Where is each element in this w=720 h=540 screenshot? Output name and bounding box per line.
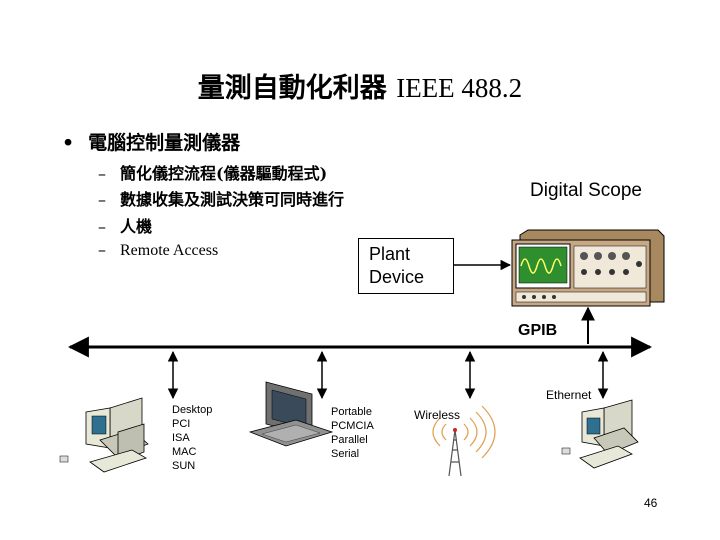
sub-bullet-3: –人機 [98, 213, 152, 237]
wireless-tower-icon [432, 405, 496, 477]
bullet-marker: • [62, 132, 75, 154]
sub-bullet-text-1: 簡化儀控流程(儀器驅動程式) [120, 164, 328, 183]
dash-1: – [98, 164, 106, 183]
sub-bullet-text-4: Remote Access [120, 242, 219, 259]
portable-list-item: PCMCIA [331, 420, 374, 432]
dash-2: – [98, 190, 106, 209]
main-bullet: • 電腦控制量測儀器 [62, 128, 240, 155]
right-desktop-computer-icon [561, 399, 639, 469]
desktop-list-item: PCI [172, 418, 191, 430]
main-bullet-text: 電腦控制量測儀器 [88, 132, 241, 154]
desktop-list-item: Desktop [172, 404, 213, 416]
sub-bullet-text-2: 數據收集及測試決策可同時進行 [120, 190, 345, 209]
gpib-label: GPIB [518, 322, 558, 339]
dash-4: – [98, 240, 106, 259]
digital-scope-label: Digital Scope [530, 180, 642, 201]
portable-list-item: Serial [331, 448, 360, 460]
laptop-icon [248, 381, 334, 447]
dash-3: – [98, 217, 106, 236]
page-number: 46 [644, 496, 658, 510]
portable-list-item: Parallel [331, 434, 368, 446]
title-cjk: 量測自動化利器 [197, 73, 387, 104]
desktop-list-item: SUN [172, 460, 196, 472]
desktop-interface-list: Desktop PCI ISA MAC SUN [172, 403, 212, 473]
sub-bullet-2: –數據收集及測試決策可同時進行 [98, 186, 344, 210]
desktop-list-item: ISA [172, 432, 190, 444]
plant-device-line-2: Device [369, 267, 425, 287]
sub-bullet-4: –Remote Access [98, 240, 218, 260]
ethernet-label: Ethernet [546, 388, 592, 402]
plant-device-line-1: Plant [369, 244, 411, 264]
title-latin: IEEE 488.2 [396, 73, 523, 103]
desktop-list-item: MAC [172, 446, 197, 458]
digital-scope-icon [511, 229, 665, 307]
portable-interface-list: Portable PCMCIA Parallel Serial [331, 405, 374, 461]
desktop-computer-icon [59, 397, 149, 473]
sub-bullet-1: –簡化儀控流程(儀器驅動程式) [98, 160, 327, 184]
sub-bullet-text-3: 人機 [120, 217, 153, 236]
plant-device-box: Plant Device [358, 238, 454, 294]
portable-list-item: Portable [331, 406, 372, 418]
wireless-label: Wireless [414, 408, 461, 422]
page-title: 量測自動化利器 IEEE 488.2 [0, 66, 720, 105]
